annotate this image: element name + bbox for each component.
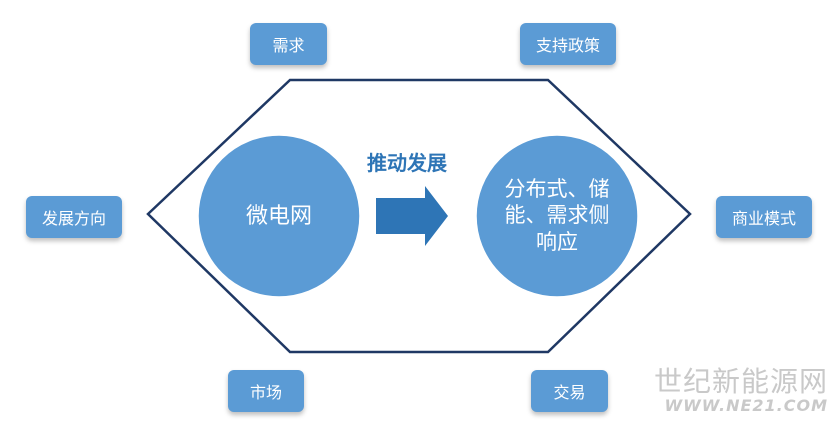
box-business-model: 商业模式 <box>716 196 812 238</box>
left-circle <box>197 134 361 298</box>
watermark-site-name: 世纪新能源网 <box>653 365 828 398</box>
box-demand: 需求 <box>250 23 327 65</box>
right-arrow-icon <box>376 186 448 246</box>
box-trade: 交易 <box>531 370 608 412</box>
box-support-policy: 支持政策 <box>520 23 616 65</box>
box-market: 市场 <box>228 370 304 412</box>
left-circle-label: 微电网 <box>245 204 312 229</box>
watermark-url: WWW.NE21.COM <box>664 396 828 415</box>
right-circle <box>475 134 639 298</box>
right-circle-label: 分布式、储 能、需求侧 响应 <box>504 177 610 254</box>
site-watermark: 世纪新能源网 WWW.NE21.COM <box>654 368 828 414</box>
arrow-label: 推动发展 <box>367 151 447 175</box>
box-development-direction: 发展方向 <box>26 196 122 238</box>
